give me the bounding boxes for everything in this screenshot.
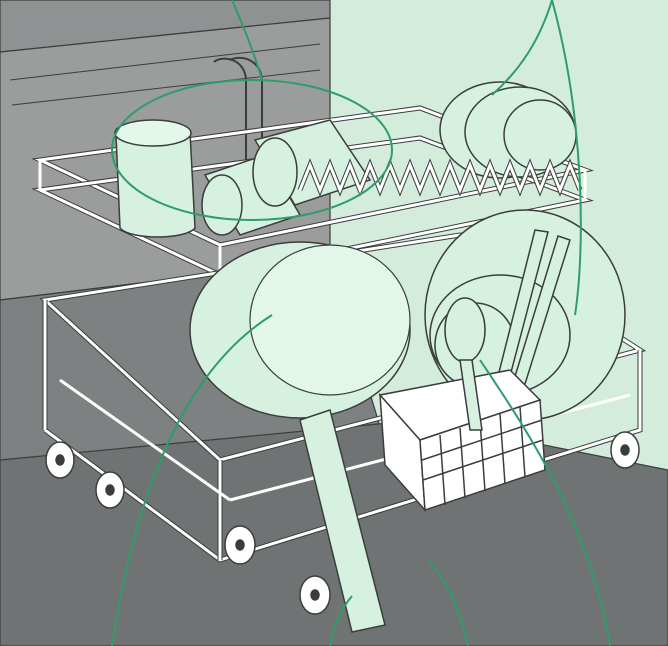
cup-item	[115, 120, 195, 237]
upper-rack-plates-callout	[492, 0, 552, 95]
bowl-item	[190, 242, 410, 418]
